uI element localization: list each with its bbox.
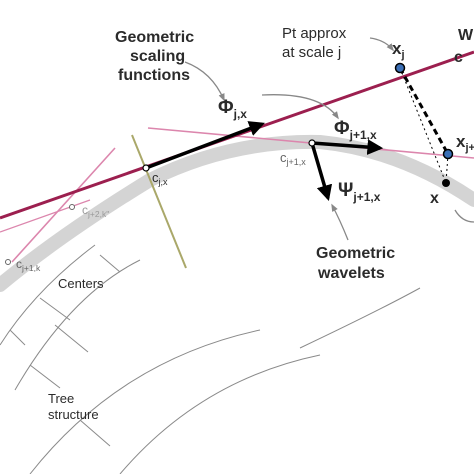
normal-line-olive xyxy=(131,134,187,269)
phi-j1x-label: Φj+1,x xyxy=(334,118,377,142)
cj1k-label: cj+1,k xyxy=(16,257,41,273)
phi-j1x-vector xyxy=(311,139,384,155)
arrow-wavelets-to-psi xyxy=(331,203,349,241)
point-x xyxy=(442,179,450,187)
manifold-curve xyxy=(0,134,474,292)
arrow-ptapprox-to-xj xyxy=(369,37,394,52)
point-cjx xyxy=(142,164,150,172)
tangent-line-light-2 xyxy=(11,147,116,263)
tree-connector-2 xyxy=(54,324,89,353)
phi-jx-label: Φj,x xyxy=(218,97,247,121)
phi-jx-vector xyxy=(145,121,265,170)
tree-connector-3 xyxy=(29,364,61,389)
scaling-label-1: Geometric xyxy=(115,29,194,46)
point-cj2k xyxy=(69,204,75,210)
centers-label: Centers xyxy=(58,276,104,291)
tree-connector-1 xyxy=(39,297,71,321)
tree-connector-6 xyxy=(99,254,121,273)
point-cj1x xyxy=(308,139,316,147)
tree-arc-3 xyxy=(0,244,96,346)
arrow-scaling-to-phi xyxy=(184,61,225,102)
cj1x-label: cj+1,x xyxy=(280,150,306,167)
psi-label: Ψj+1,x xyxy=(338,180,381,204)
wavelets-label-2: wavelets xyxy=(317,265,385,282)
xj-label: xj xyxy=(392,39,405,61)
tree-arc-right xyxy=(299,287,421,349)
point-xj xyxy=(394,62,406,74)
tree-label-2: structure xyxy=(48,407,99,422)
pt-approx-label-1: Pt approx xyxy=(282,25,347,42)
tree-arc-2 xyxy=(14,259,141,391)
pt-approx-label-2: at scale j xyxy=(282,44,341,61)
projection-dashed-bold xyxy=(398,67,450,155)
scaling-label-3: functions xyxy=(118,67,190,84)
tree-connector-4 xyxy=(79,419,111,447)
point-cj1k xyxy=(5,259,11,265)
tree-arc-outer xyxy=(29,329,261,474)
tree-arc-bottom xyxy=(119,354,321,474)
tree-connector-5 xyxy=(9,329,26,346)
projection-dashed-thin xyxy=(399,67,447,184)
point-xj1 xyxy=(442,148,454,160)
w-partial-label-2: c xyxy=(454,49,463,66)
wavelets-label-1: Geometric xyxy=(316,245,395,262)
cj2k-label: cj+2,k" xyxy=(82,203,109,219)
arrow-to-x xyxy=(454,209,474,223)
cjx-label: cj,x xyxy=(152,170,168,187)
xj1-label: xj+ xyxy=(456,132,474,154)
tree-structure xyxy=(0,244,421,474)
scaling-label-2: scaling xyxy=(130,48,185,65)
x-label: x xyxy=(430,190,439,207)
tree-label-1: Tree xyxy=(48,391,74,406)
psi-vector xyxy=(310,142,333,202)
tangent-line-light-3 xyxy=(0,199,91,233)
w-partial-label-1: W xyxy=(458,27,474,44)
annotation-arrows xyxy=(184,37,474,241)
arrow-scaling-to-phi2 xyxy=(261,94,339,120)
